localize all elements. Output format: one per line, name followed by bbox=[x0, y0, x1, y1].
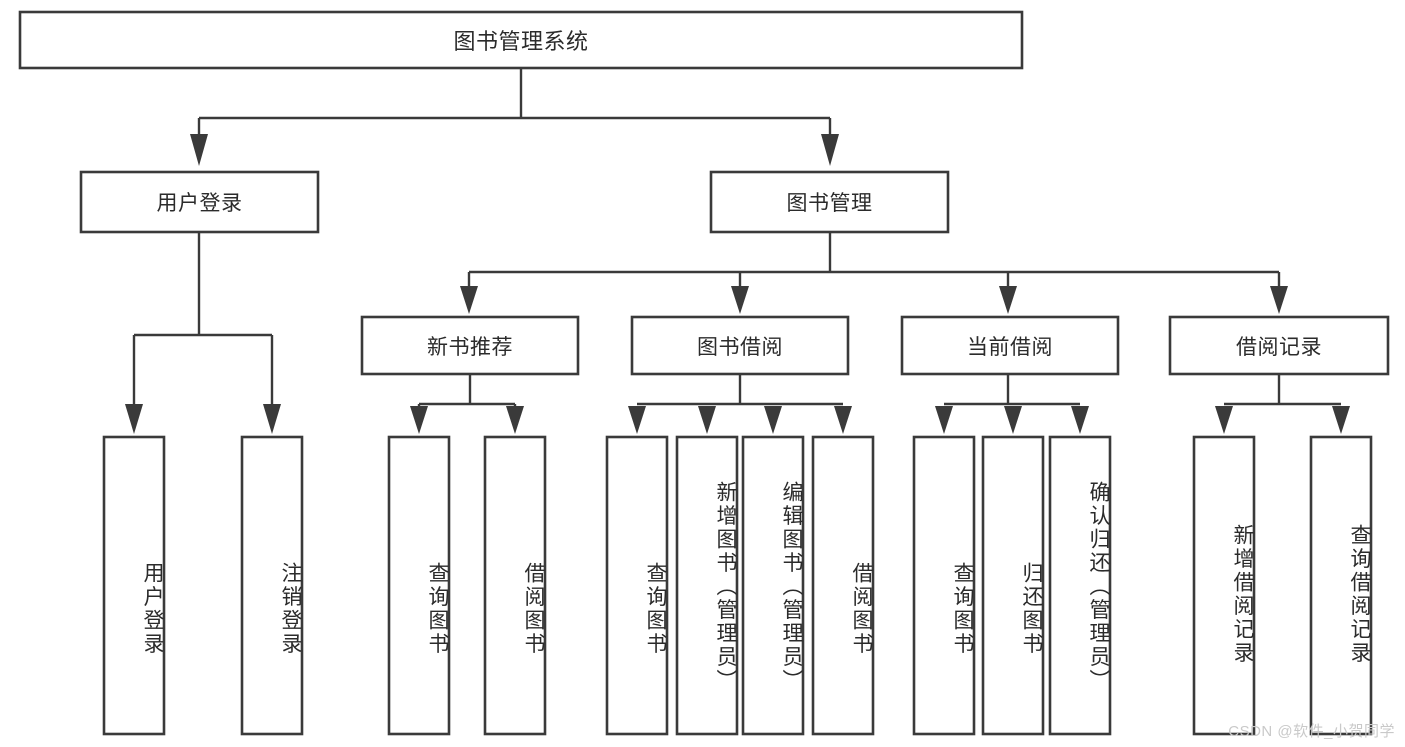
leaf-box-current-borrow-1[interactable] bbox=[912, 435, 976, 736]
leaf-box-book-borrow-4[interactable] bbox=[811, 435, 875, 736]
arrow-book-borrow-leaf-1 bbox=[628, 406, 646, 434]
arrow-to-new-book bbox=[460, 286, 478, 314]
leaf-box-new-book-2[interactable] bbox=[483, 435, 547, 736]
arrow-borrow-record-leaf-2 bbox=[1332, 406, 1350, 434]
arrow-to-current-borrow bbox=[999, 286, 1017, 314]
leaf-box-book-borrow-2[interactable] bbox=[675, 435, 739, 736]
arrow-book-borrow-leaf-3 bbox=[764, 406, 782, 434]
arrow-book-borrow-leaf-4 bbox=[834, 406, 852, 434]
leaf-box-user-login-2[interactable] bbox=[240, 435, 304, 736]
node-book-mgmt-box[interactable] bbox=[709, 170, 950, 234]
arrow-new-book-leaf-1 bbox=[410, 406, 428, 434]
arrow-to-borrow-record bbox=[1270, 286, 1288, 314]
leaf-box-current-borrow-2[interactable] bbox=[981, 435, 1045, 736]
arrow-current-borrow-leaf-3 bbox=[1071, 406, 1089, 434]
node-user-login-box[interactable] bbox=[79, 170, 320, 234]
node-borrow-record-box[interactable] bbox=[1168, 315, 1390, 376]
arrow-root-to-user-login bbox=[190, 134, 208, 166]
arrow-user-login-leaf-2 bbox=[263, 404, 281, 434]
node-current-borrow-box[interactable] bbox=[900, 315, 1120, 376]
arrow-user-login-leaf-1 bbox=[125, 404, 143, 434]
node-root-box[interactable] bbox=[18, 10, 1024, 70]
arrow-borrow-record-leaf-1 bbox=[1215, 406, 1233, 434]
arrow-new-book-leaf-2 bbox=[506, 406, 524, 434]
node-new-book-box[interactable] bbox=[360, 315, 580, 376]
arrow-to-book-borrow bbox=[731, 286, 749, 314]
leaf-box-book-borrow-1[interactable] bbox=[605, 435, 669, 736]
leaf-box-borrow-record-2[interactable] bbox=[1309, 435, 1373, 736]
leaf-box-current-borrow-3[interactable] bbox=[1048, 435, 1112, 736]
arrow-current-borrow-leaf-1 bbox=[935, 406, 953, 434]
arrow-root-to-book-mgmt bbox=[821, 134, 839, 166]
leaf-box-borrow-record-1[interactable] bbox=[1192, 435, 1256, 736]
arrow-current-borrow-leaf-2 bbox=[1004, 406, 1022, 434]
leaf-box-book-borrow-3[interactable] bbox=[741, 435, 805, 736]
leaf-box-new-book-1[interactable] bbox=[387, 435, 451, 736]
arrow-book-borrow-leaf-2 bbox=[698, 406, 716, 434]
node-book-borrow-box[interactable] bbox=[630, 315, 850, 376]
leaf-box-user-login-1[interactable] bbox=[102, 435, 166, 736]
